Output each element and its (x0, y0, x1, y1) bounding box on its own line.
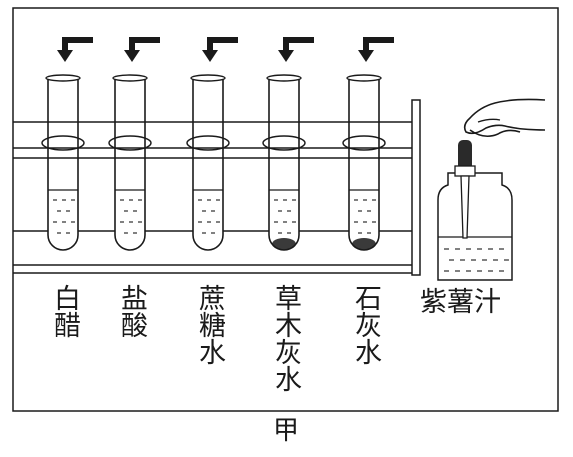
arrow-shaft (283, 37, 314, 52)
tube-rim (190, 74, 226, 82)
tube-rim (112, 74, 148, 82)
bottle-label: 紫薯汁 (420, 287, 501, 318)
hand-knuckle (477, 118, 501, 123)
tube-clamp-ring (262, 135, 306, 151)
tube-outline (348, 78, 380, 251)
dropper-bottle (437, 98, 546, 281)
tube-rim (45, 74, 81, 82)
test-tube-2 (108, 37, 160, 251)
tube-clamp-ring (108, 135, 152, 151)
bottle-liquid-marks (444, 248, 509, 272)
arrow-head (124, 50, 140, 62)
test-tube-5 (342, 37, 394, 251)
tube-residue (352, 238, 376, 250)
tube-rim (346, 74, 382, 82)
tube-label-4: 草木灰水 (270, 284, 301, 392)
tube-label-2: 盐酸 (116, 284, 147, 338)
test-tube-4 (262, 37, 314, 251)
tube-liquid (269, 190, 299, 250)
arrow-shaft (62, 37, 93, 52)
hand-fingers (469, 129, 521, 138)
arrow-head (57, 50, 73, 62)
tube-rim (266, 74, 302, 82)
tube-label-1: 白醋 (49, 284, 80, 338)
figure-frame (12, 7, 559, 412)
tube-clamp-ring (342, 135, 386, 151)
arrow-shaft (207, 37, 238, 52)
tube-label-3: 蔗糖水 (194, 284, 225, 365)
arrow-shaft (363, 37, 394, 52)
arrow-head (202, 50, 218, 62)
tube-outline (114, 78, 146, 251)
tube-liquid (349, 190, 379, 250)
dropper-tube (460, 175, 470, 239)
tube-liquid (115, 190, 145, 250)
hand-outline (463, 98, 546, 135)
tube-outline (268, 78, 300, 251)
dropper-collar (454, 165, 476, 177)
arrow-head (278, 50, 294, 62)
figure-caption: 甲 (273, 416, 300, 446)
arrow-shaft (129, 37, 160, 52)
dropper-bulb (458, 140, 472, 170)
test-tube-3 (186, 37, 238, 251)
tube-outline (47, 78, 79, 251)
arrow-head (358, 50, 374, 62)
test-tube-1 (41, 37, 93, 251)
tube-residue (272, 238, 296, 250)
tube-label-5: 石灰水 (350, 284, 381, 365)
bottle-body (437, 172, 513, 281)
rack-post (411, 99, 421, 276)
tube-clamp-ring (41, 135, 85, 151)
tube-clamp-ring (186, 135, 230, 151)
tube-outline (192, 78, 224, 251)
tube-liquid (48, 190, 78, 250)
tube-liquid (193, 190, 223, 250)
